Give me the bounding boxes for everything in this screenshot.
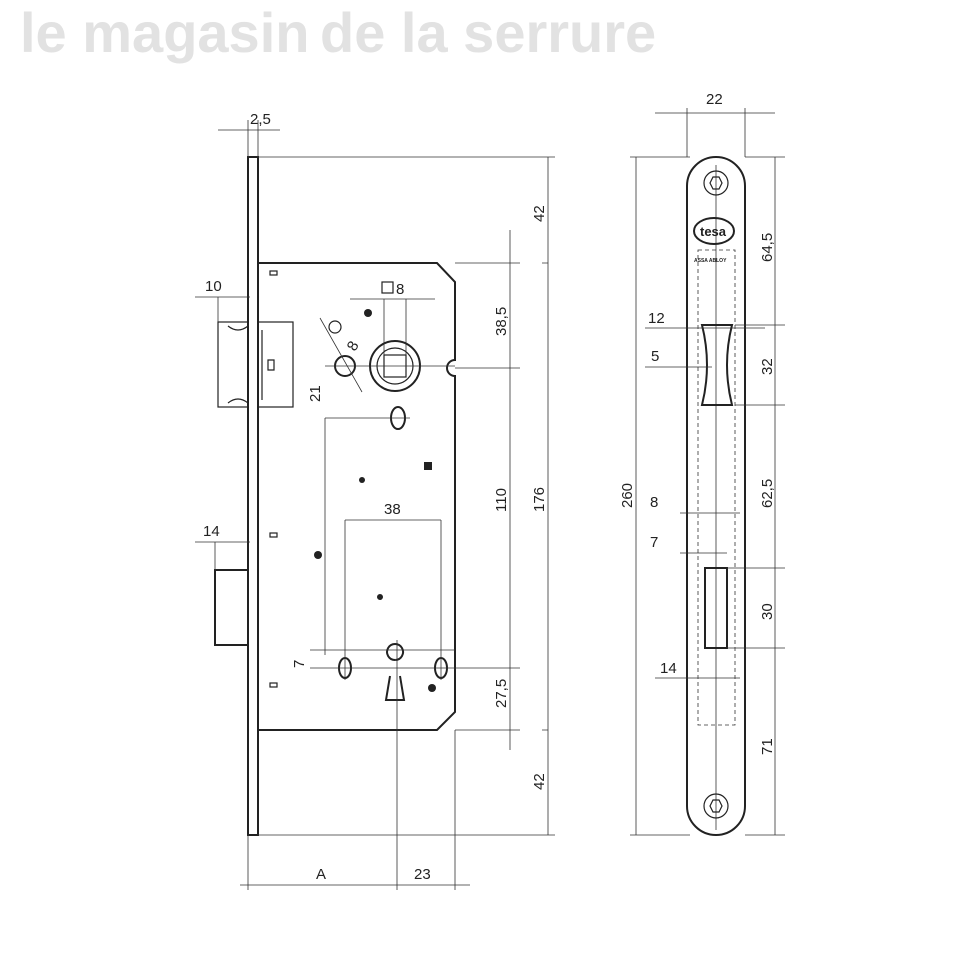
- dim-bolt-height: 30: [759, 603, 776, 620]
- dim-latch-projection: 10: [205, 278, 222, 295]
- dim-latch-height: 32: [759, 358, 776, 375]
- front-bolt: [704, 567, 728, 649]
- dim-total-body: 176: [531, 487, 548, 512]
- dim-latch-inner: 5: [651, 348, 659, 365]
- dim-top: 42: [531, 205, 548, 222]
- dim-key-to-bottom: 27,5: [493, 679, 510, 708]
- dim-length: 260: [619, 483, 636, 508]
- dim-key-hole: 7: [291, 660, 308, 668]
- svg-text:ASSA ABLOY: ASSA ABLOY: [694, 258, 727, 264]
- side-view: 2,5 10 14 8 8 21 38 7 42 38,5 110 176 27…: [195, 111, 555, 890]
- dim-hole-diameter: 8: [344, 338, 363, 354]
- dead-bolt: [214, 569, 249, 646]
- dim-width: 22: [706, 91, 723, 108]
- dim-hole-spacing: 38: [384, 501, 401, 518]
- dim-latch-to-bolt: 62,5: [759, 479, 776, 508]
- dim-spindle-square: 8: [396, 281, 404, 298]
- dim-bolt-width: 7: [650, 534, 658, 551]
- watermark-line1: le magasin: [20, 1, 309, 64]
- dim-lower-width: 14: [660, 660, 677, 677]
- dim-key-offset: 23: [414, 866, 431, 883]
- watermark-line2: de la serrure: [320, 1, 656, 64]
- tesa-logo: tesa ASSA ABLOY: [693, 217, 735, 264]
- front-plate: [686, 156, 746, 836]
- keyhole: [384, 643, 406, 701]
- dim-hole-offset: 21: [307, 385, 324, 402]
- dim-front-bottom: 71: [759, 738, 776, 755]
- dim-faceplate-thickness: 2,5: [250, 111, 271, 128]
- dim-backset: A: [316, 866, 326, 883]
- dim-bolt-projection: 14: [203, 523, 220, 540]
- faceplate: [247, 156, 259, 836]
- front-view: tesa ASSA ABLOY 22 260 64,5 32 62,5 30 7…: [619, 91, 785, 836]
- lock-body: [258, 262, 456, 731]
- dim-slot-width: 8: [650, 494, 658, 511]
- svg-text:tesa: tesa: [700, 224, 727, 239]
- dim-top-to-latch: 64,5: [759, 233, 776, 262]
- dim-bottom: 42: [531, 773, 548, 790]
- latch-bolt: [217, 321, 294, 408]
- dim-spindle-to-key: 110: [493, 488, 510, 512]
- dim-spindle-from-top: 38,5: [493, 307, 510, 336]
- front-latch: [700, 324, 734, 406]
- dim-latch-width: 12: [648, 310, 665, 327]
